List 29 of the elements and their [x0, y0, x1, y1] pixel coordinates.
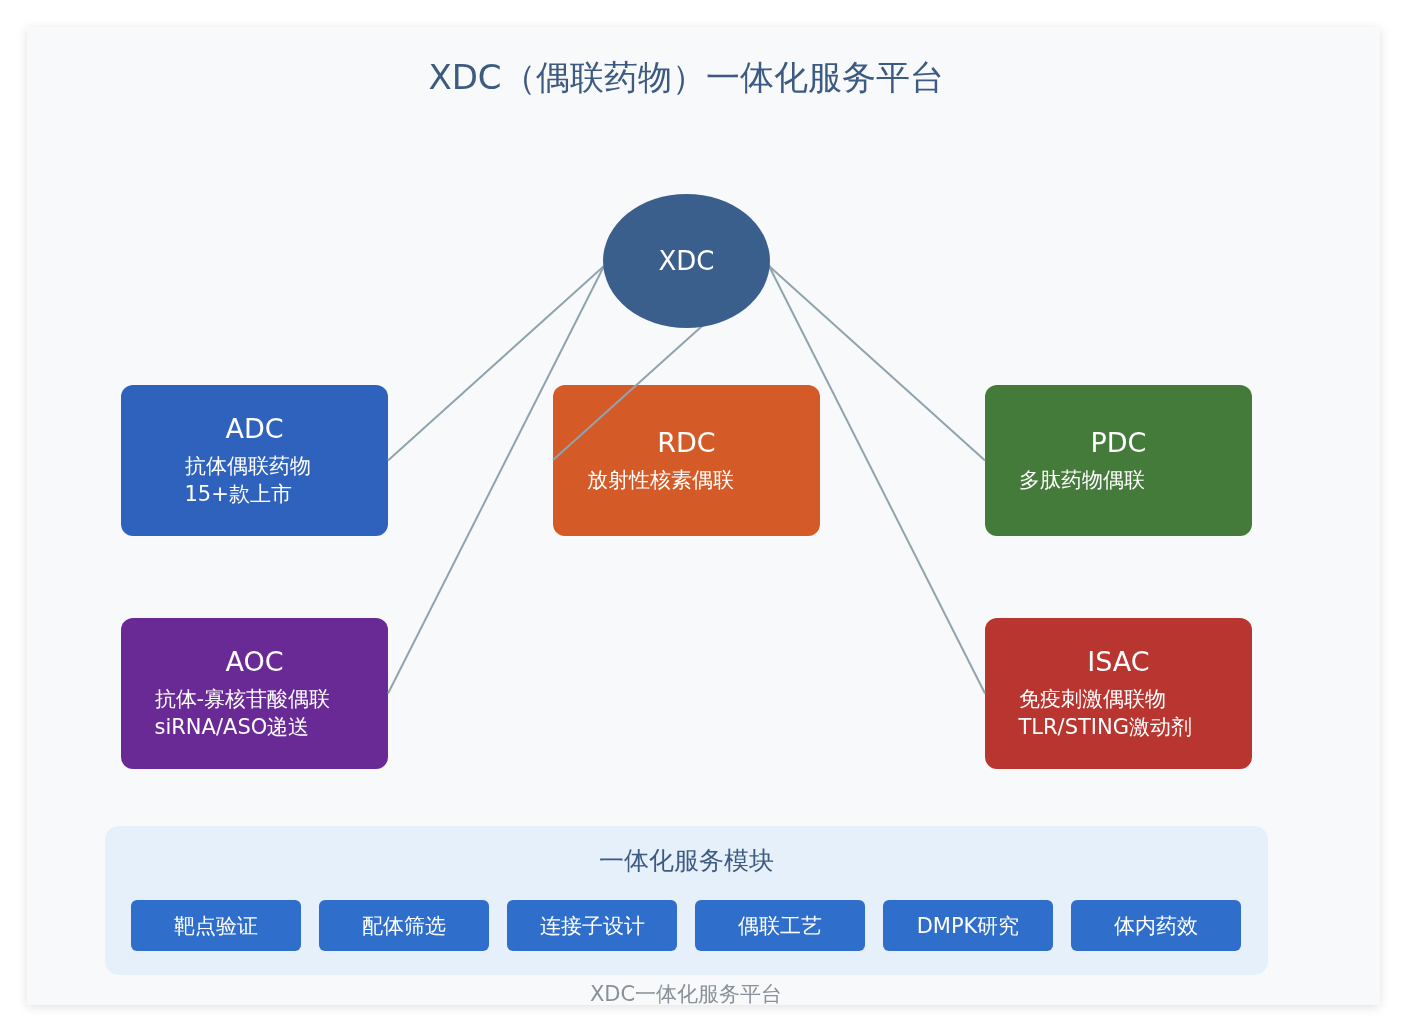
module-panel — [105, 826, 1268, 975]
connector-line — [387, 265, 605, 462]
box-description: 放射性核素偶联 — [586, 467, 735, 494]
category-box — [121, 385, 388, 536]
category-box — [121, 618, 388, 769]
box-description: 多肽药物偶联 — [1018, 467, 1146, 494]
connector-line — [387, 265, 605, 695]
module-button: 偶联工艺 — [695, 900, 865, 951]
module-button: DMPK研究 — [883, 900, 1053, 951]
connector-line — [768, 265, 986, 695]
module-button: 连接子设计 — [507, 900, 677, 951]
category-box — [985, 618, 1252, 769]
box-heading: ADC — [225, 413, 284, 444]
category-box — [985, 385, 1252, 536]
category-box — [553, 385, 820, 536]
box-heading: AOC — [225, 646, 284, 677]
box-description: 抗体-寡核苷酸偶联 siRNA/ASO递送 — [154, 686, 332, 741]
module-button: 配体筛选 — [319, 900, 489, 951]
box-heading: PDC — [1090, 427, 1147, 458]
footer-note: XDC一体化服务平台 — [588, 981, 784, 1008]
module-button: 靶点验证 — [131, 900, 301, 951]
box-heading: RDC — [657, 427, 716, 458]
box-heading: ISAC — [1087, 646, 1150, 677]
box-description: 免疫刺激偶联物 TLR/STING激动剂 — [1018, 686, 1194, 741]
title: XDC（偶联药物）一体化服务平台 — [427, 56, 945, 99]
panel-heading: 一体化服务模块 — [599, 845, 774, 877]
connector-line — [768, 265, 986, 462]
box-description: 抗体偶联药物 15+款上市 — [184, 453, 312, 508]
module-button: 体内药效 — [1071, 900, 1241, 951]
